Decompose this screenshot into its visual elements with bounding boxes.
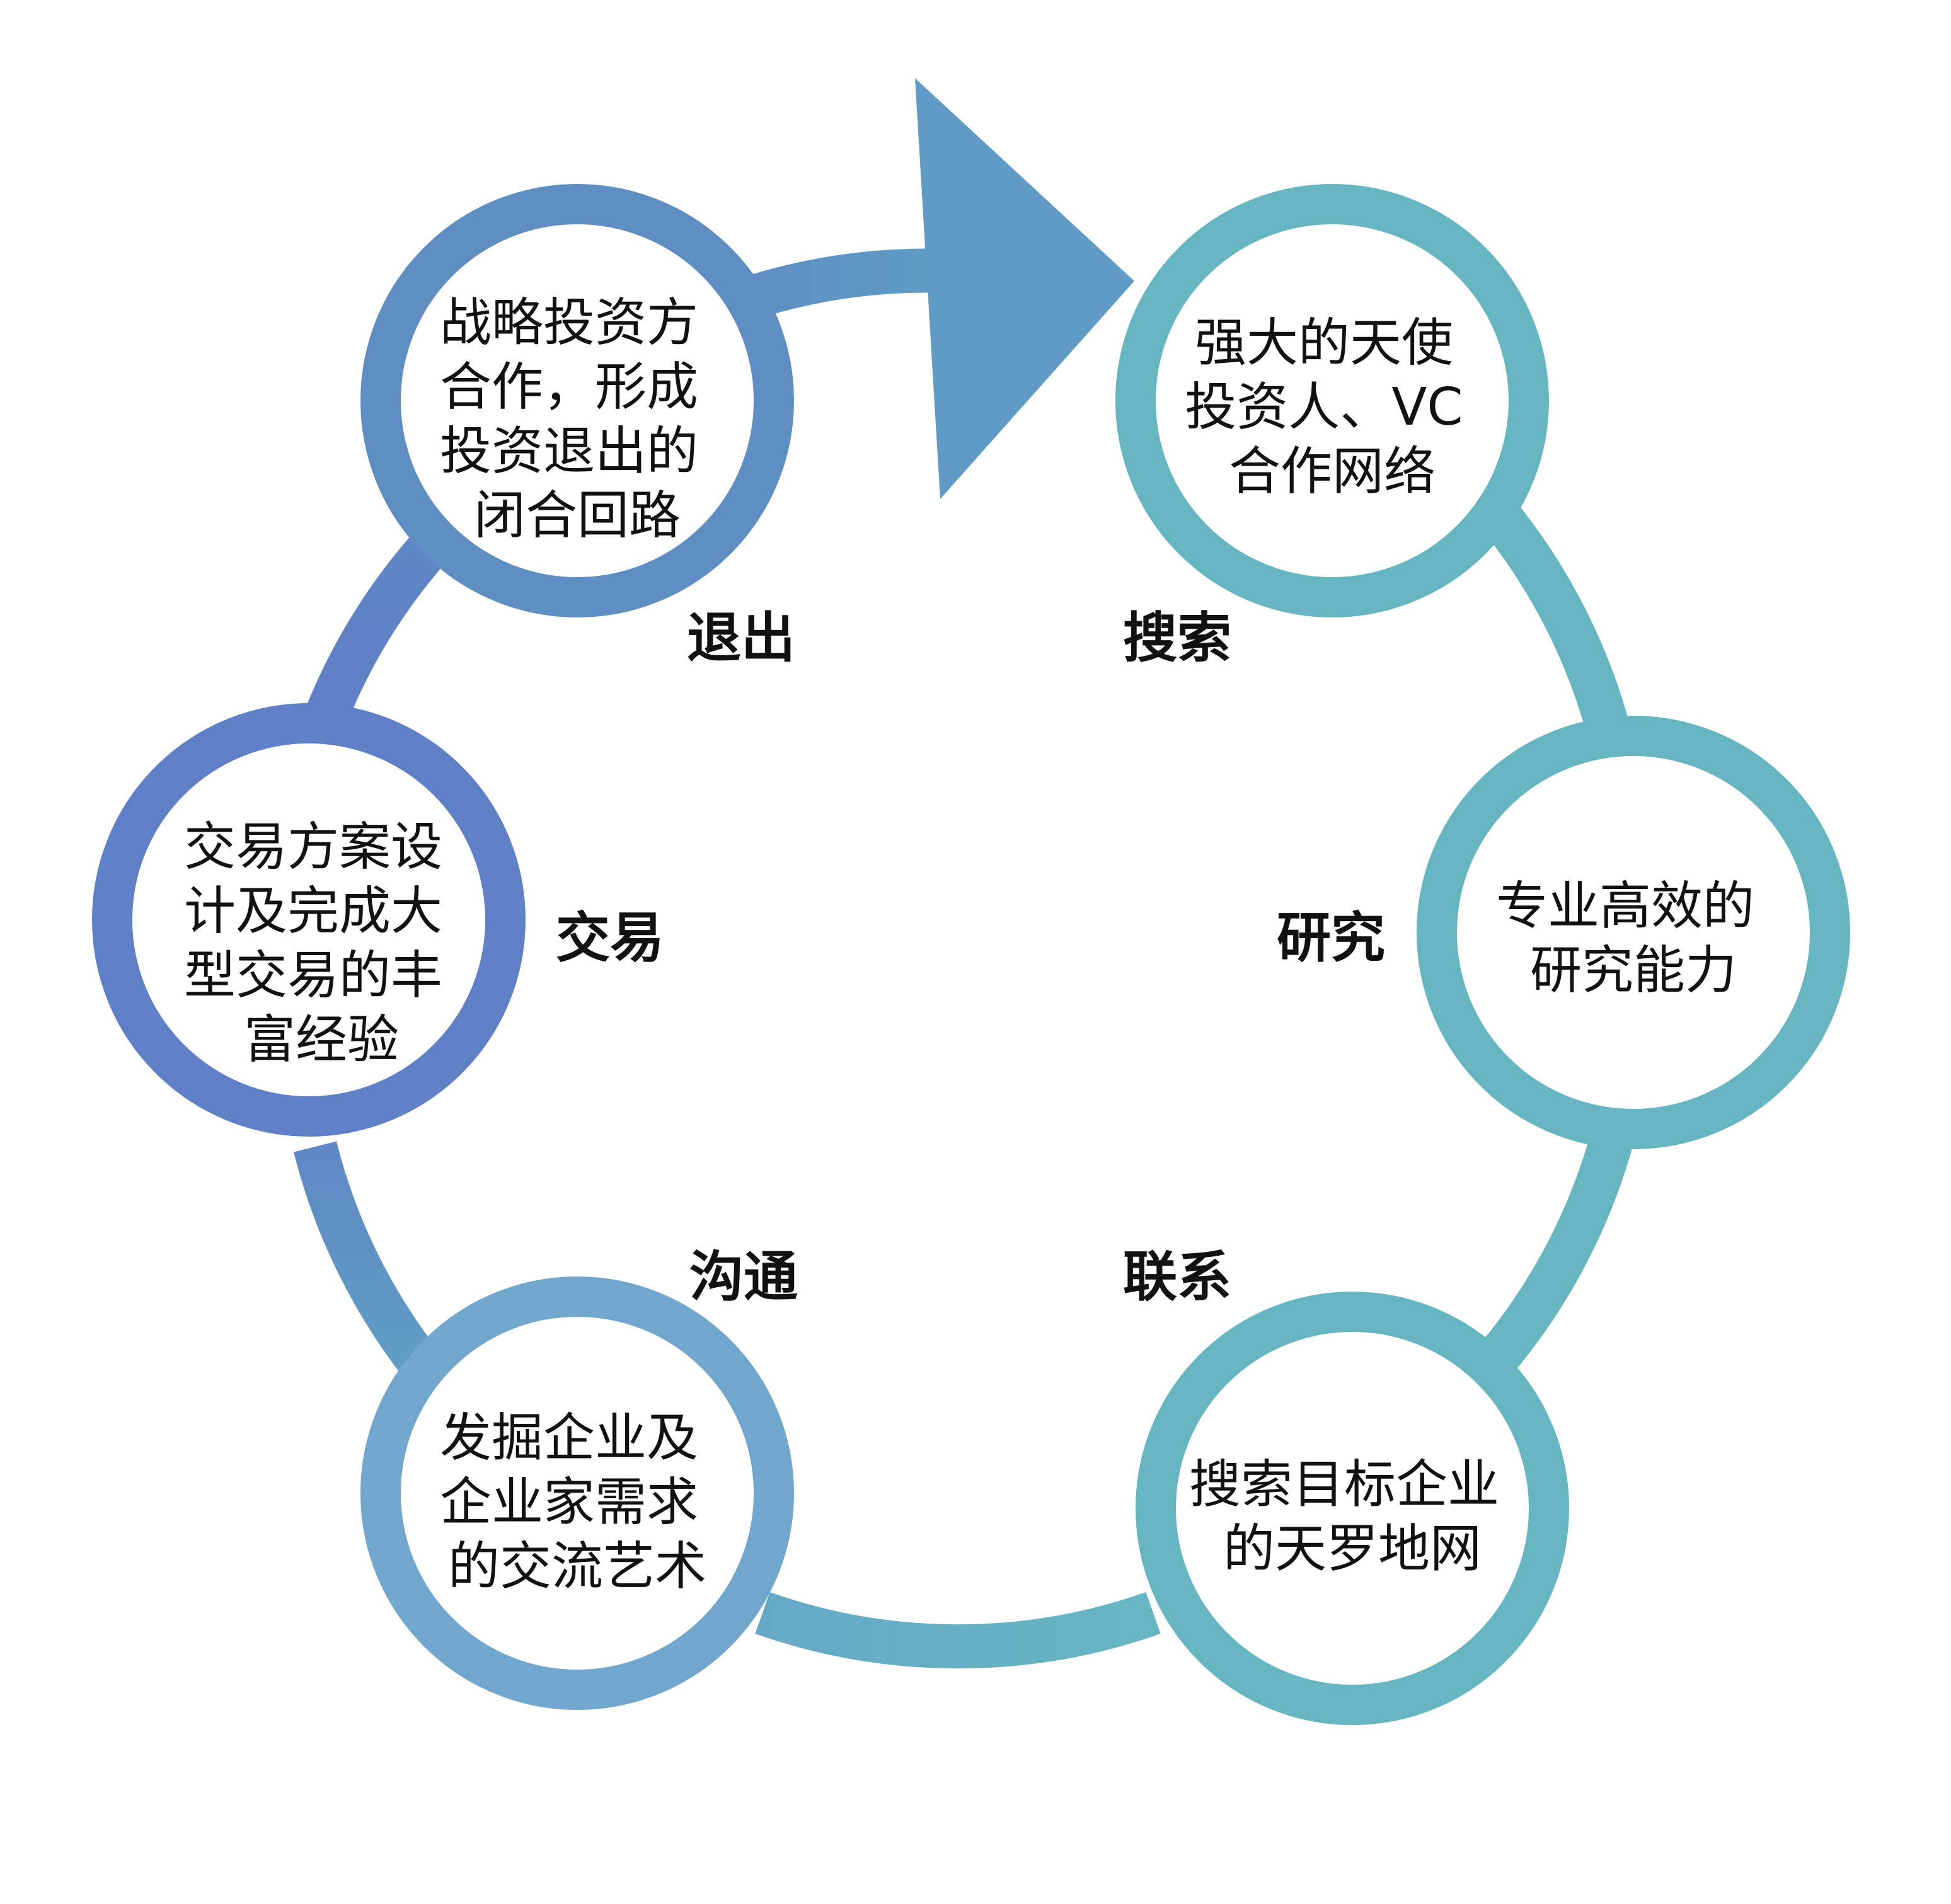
stage-label-contact: 联系 bbox=[1123, 1246, 1231, 1309]
node-deal-experience: 交易方案设 计及完成大 型交易的丰 富经验 bbox=[92, 703, 526, 1137]
node-exit-loop-text: 战略投资方 合作，形成 投资退出的 闭合回路 bbox=[440, 293, 715, 546]
node-angel-network: 强大的天使 投资人、VC 合作网络 bbox=[1115, 184, 1549, 617]
node-research-capability: 专业高效的 研究能力 bbox=[1417, 716, 1850, 1149]
stage-label-communicate: 沟通 bbox=[689, 1246, 798, 1309]
ring-segment-top bbox=[749, 248, 947, 318]
node-communication-art: 发掘企业及 企业家需求 的交流艺术 bbox=[360, 1276, 794, 1710]
ring-segment-left-lower bbox=[294, 1141, 446, 1388]
stage-label-research: 研究 bbox=[1277, 907, 1385, 970]
arrow-head bbox=[915, 78, 1134, 499]
stage-label-trade: 交易 bbox=[556, 907, 664, 970]
node-target-search-net: 搜索目标企业 的天罗地网 bbox=[1136, 1292, 1569, 1725]
cycle-ring bbox=[294, 248, 1635, 1669]
node-target-search-net-text: 搜索目标企业 的天罗地网 bbox=[1189, 1455, 1516, 1579]
node-angel-network-text: 强大的天使 投资人、VC 合作网络 bbox=[1185, 313, 1479, 502]
ring-segment-bottom bbox=[755, 1591, 1161, 1669]
stage-label-exit: 退出 bbox=[687, 607, 795, 670]
ring-segment-right-lower bbox=[1482, 1128, 1635, 1369]
node-deal-experience-text: 交易方案设 计及完成大 型交易的丰 富经验 bbox=[184, 817, 459, 1070]
node-communication-art-text: 发掘企业及 企业家需求 的交流艺术 bbox=[440, 1408, 715, 1597]
ring-segment-right-upper bbox=[1482, 503, 1628, 731]
ring-segment-left-upper bbox=[307, 527, 452, 721]
node-research-capability-text: 专业高效的 研究能力 bbox=[1496, 876, 1771, 1001]
node-exit-loop: 战略投资方 合作，形成 投资退出的 闭合回路 bbox=[360, 184, 794, 617]
stage-label-search: 搜索 bbox=[1123, 607, 1231, 670]
